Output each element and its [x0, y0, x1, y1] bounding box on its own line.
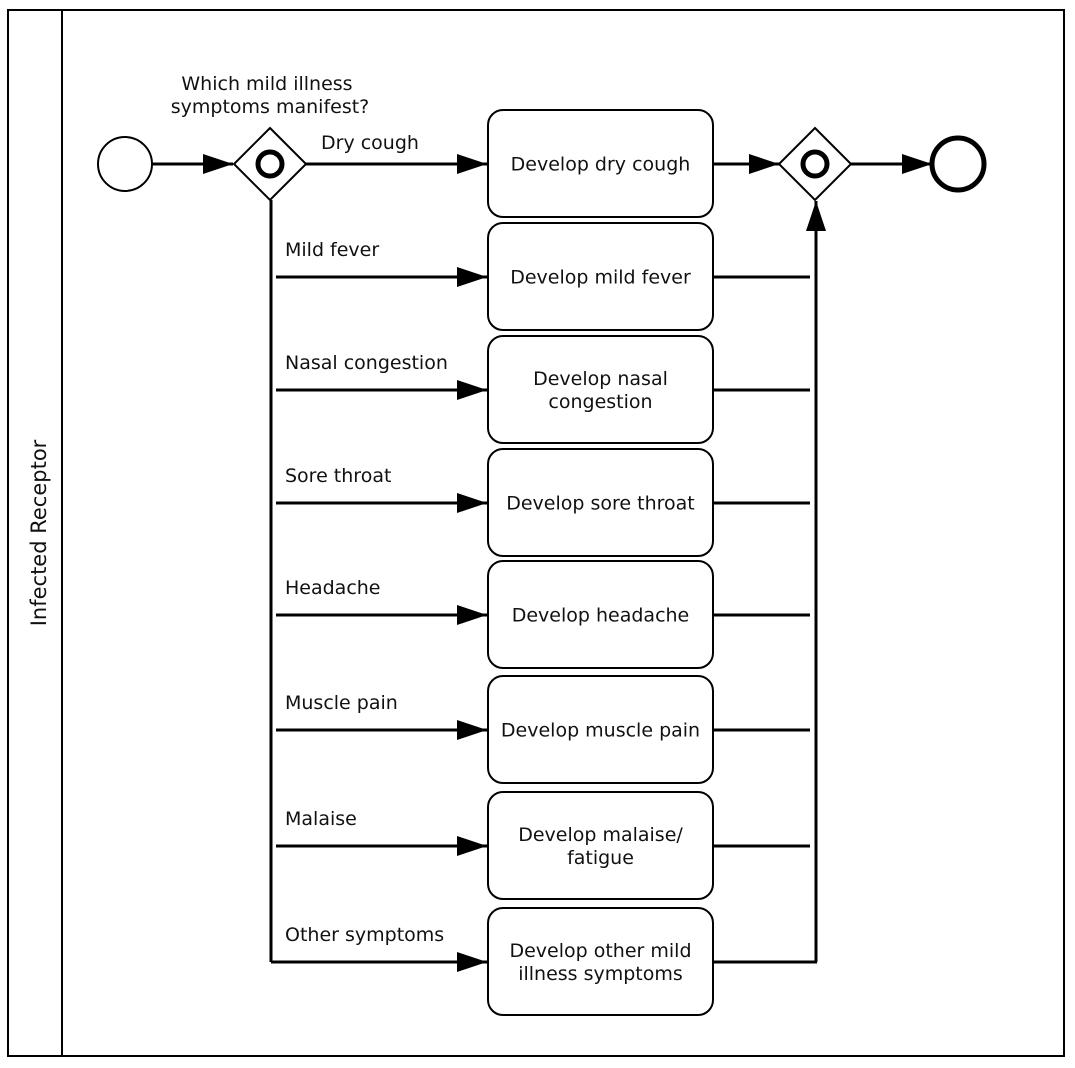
flow-label-nasal-congestion: Nasal congestion: [285, 352, 448, 374]
task-label: Develop dry cough: [511, 154, 691, 176]
task-label: Develop sore throat: [506, 493, 695, 515]
task-label: Develop mild fever: [510, 267, 691, 289]
task-develop-muscle-pain[interactable]: Develop muscle pain: [487, 675, 714, 784]
task-develop-malaise-fatigue[interactable]: Develop malaise/fatigue: [487, 791, 714, 900]
flow-label-dry-cough: Dry cough: [321, 132, 419, 154]
lane-title: Infected Receptor: [27, 439, 51, 626]
flow-label-muscle-pain: Muscle pain: [285, 692, 398, 714]
task-label: Develop muscle pain: [501, 720, 700, 742]
flow-label-sore-throat: Sore throat: [285, 465, 391, 487]
task-label: Develop headache: [512, 605, 690, 627]
gateway-question-line2: symptoms manifest?: [171, 96, 370, 118]
end-event[interactable]: [929, 135, 987, 193]
flow-label-mild-fever: Mild fever: [285, 239, 379, 261]
start-event[interactable]: [97, 136, 153, 192]
task-develop-dry-cough[interactable]: Develop dry cough: [487, 109, 714, 218]
gateway-question: Which mild illness symptoms manifest?: [171, 73, 370, 118]
gateway-question-line1: Which mild illness: [181, 73, 352, 95]
task-label: Develop malaise/fatigue: [518, 824, 683, 869]
flow-label-other-symptoms: Other symptoms: [285, 924, 444, 946]
flow-label-malaise: Malaise: [285, 808, 357, 830]
flow-label-headache: Headache: [285, 577, 381, 599]
task-develop-mild-fever[interactable]: Develop mild fever: [487, 222, 714, 331]
task-develop-headache[interactable]: Develop headache: [487, 560, 714, 669]
task-develop-sore-throat[interactable]: Develop sore throat: [487, 448, 714, 557]
merge-gateway[interactable]: [777, 126, 853, 202]
